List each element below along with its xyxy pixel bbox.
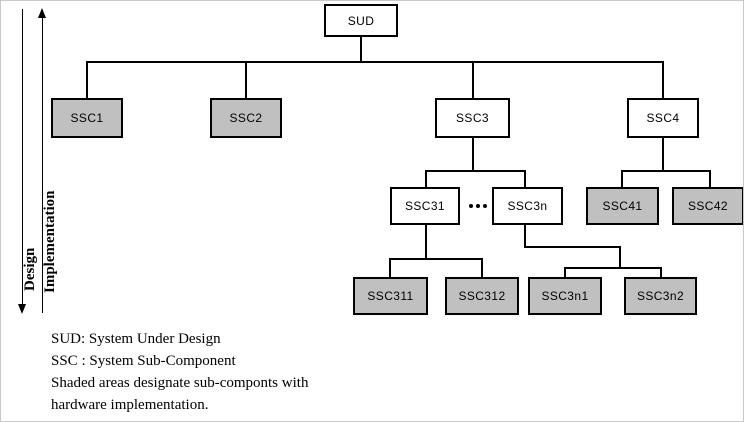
legend-line-shaded-1: Shaded areas designate sub-componts with <box>51 375 309 391</box>
node-ssc31-label: SSC31 <box>404 199 446 213</box>
node-ssc41[interactable]: SSC41 <box>586 187 659 225</box>
design-axis-label: Design <box>22 247 38 291</box>
node-ssc4[interactable]: SSC4 <box>627 98 699 138</box>
node-ssc3-label: SSC3 <box>456 111 489 125</box>
implementation-axis-line <box>42 17 43 313</box>
node-ssc42[interactable]: SSC42 <box>672 187 743 225</box>
ellipsis-icon <box>469 204 487 208</box>
edge-bus-to-ssc3 <box>472 61 474 98</box>
node-ssc312[interactable]: SSC312 <box>445 277 519 315</box>
design-axis-line <box>22 9 23 309</box>
node-ssc3n1[interactable]: SSC3n1 <box>528 277 602 315</box>
edge-ssc31-stem <box>425 225 427 259</box>
node-ssc1-label: SSC1 <box>70 111 104 125</box>
edge-level1-bus <box>86 61 663 63</box>
implementation-axis-arrow-up-icon <box>38 8 46 18</box>
edge-ssc3n-to-ssc3n1 <box>564 267 566 277</box>
node-ssc3n1-label: SSC3n1 <box>541 289 589 303</box>
edge-ssc4-bus <box>621 170 709 172</box>
node-ssc3n2-label: SSC3n2 <box>636 289 685 303</box>
edge-ssc31-to-ssc311 <box>389 258 391 277</box>
edge-ssc3n-to-ssc3n2 <box>660 267 662 277</box>
edge-bus-to-ssc2 <box>245 61 247 98</box>
node-ssc4-label: SSC4 <box>646 111 680 125</box>
edge-ssc3n-stem <box>524 225 526 247</box>
edge-ssc3n-drop <box>619 246 621 268</box>
edge-ssc4-to-ssc42 <box>709 170 711 187</box>
edge-bus-to-ssc4 <box>662 61 664 98</box>
edge-ssc4-stem <box>662 138 664 171</box>
node-ssc3n-label: SSC3n <box>507 199 548 213</box>
edge-ssc31-bus <box>389 258 483 260</box>
edge-sud-stem <box>360 37 362 62</box>
node-ssc1[interactable]: SSC1 <box>51 98 123 138</box>
node-ssc31[interactable]: SSC31 <box>390 187 460 225</box>
edge-ssc3-stem <box>472 138 474 171</box>
legend: SUD: System Under Design SSC : System Su… <box>51 328 308 416</box>
node-ssc3n[interactable]: SSC3n <box>492 187 563 225</box>
legend-line-ssc: SSC : System Sub-Component <box>51 353 236 369</box>
node-ssc311[interactable]: SSC311 <box>353 277 428 315</box>
node-ssc2[interactable]: SSC2 <box>210 98 282 138</box>
legend-line-sud: SUD: System Under Design <box>51 331 221 347</box>
node-ssc42-label: SSC42 <box>687 199 729 213</box>
edge-ssc3-bus <box>425 170 524 172</box>
node-ssc41-label: SSC41 <box>602 199 643 213</box>
node-ssc3[interactable]: SSC3 <box>435 98 510 138</box>
edge-ssc3n-bus <box>564 267 661 269</box>
edge-ssc4-to-ssc41 <box>621 170 623 187</box>
edge-bus-to-ssc1 <box>86 61 88 98</box>
node-ssc2-label: SSC2 <box>229 111 263 125</box>
design-axis-arrow-down-icon <box>18 304 26 314</box>
edge-ssc3n-offset <box>524 246 621 248</box>
node-ssc312-label: SSC312 <box>458 289 506 303</box>
node-sud[interactable]: SUD <box>324 4 398 37</box>
node-ssc311-label: SSC311 <box>367 289 414 303</box>
implementation-axis-label: Implementation <box>42 190 58 294</box>
edge-ssc3-to-ssc3n <box>524 170 526 187</box>
node-sud-label: SUD <box>347 13 375 28</box>
node-ssc3n2[interactable]: SSC3n2 <box>624 277 697 315</box>
edge-ssc31-to-ssc312 <box>481 258 483 277</box>
legend-line-shaded-2: hardware implementation. <box>51 397 209 413</box>
edge-ssc3-to-ssc31 <box>425 170 427 187</box>
